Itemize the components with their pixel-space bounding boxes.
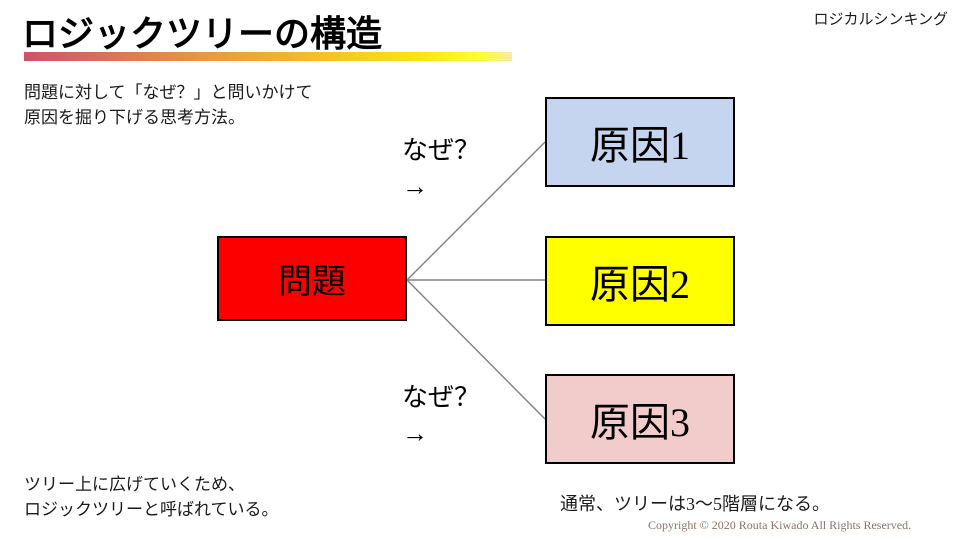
page-title: ロジックツリーの構造	[22, 14, 383, 54]
header-category-label: ロジカルシンキング	[813, 12, 948, 28]
node-cause-3[interactable]: 原因3	[545, 374, 735, 464]
node-cause-2[interactable]: 原因2	[545, 236, 735, 326]
footnote-right-text: 通常、ツリーは3〜5階層になる。	[560, 494, 830, 514]
edge-label-why-bottom: なぜ？ →	[402, 383, 481, 448]
footnote-left-text: ツリー上に広げていくため、 ロジックツリーと呼ばれている。	[24, 475, 279, 519]
title-underline-gradient	[24, 52, 512, 61]
node-cause-1[interactable]: 原因1	[545, 97, 735, 187]
copyright-notice: Copyright © 2020 Routa Kiwado All Rights…	[648, 518, 912, 532]
edge-label-why-top: なぜ？ →	[402, 136, 481, 201]
node-problem[interactable]: 問題	[217, 236, 407, 321]
intro-description-text: 問題に対して「なぜ？」と問いかけて 原因を掘り下げる思考方法。	[24, 83, 313, 127]
